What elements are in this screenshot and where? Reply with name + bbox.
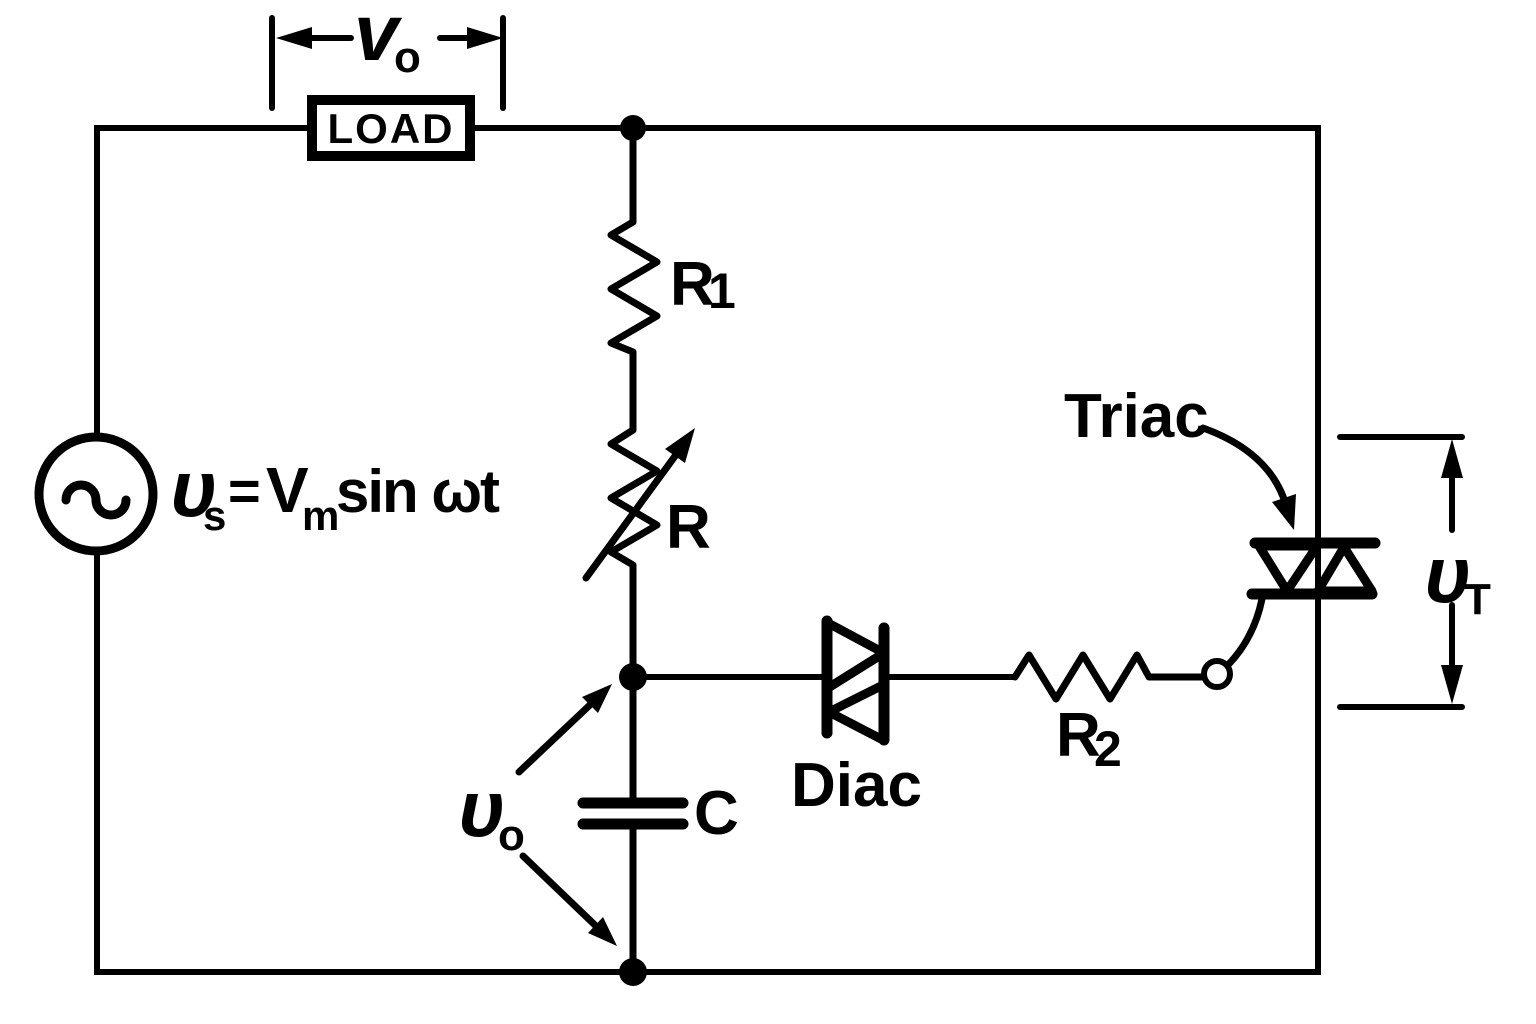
load-label: LOAD — [328, 105, 455, 152]
vo-node-label-sub: o — [498, 811, 525, 860]
diac-label: Diac — [791, 751, 922, 820]
vo-top-label-sub: o — [394, 33, 421, 82]
vo-left-arrow-icon — [276, 27, 312, 49]
vo-top-label: v — [354, 0, 403, 77]
diac-symbol — [821, 615, 890, 746]
source-vm: V — [266, 454, 309, 526]
sine-wave-icon — [61, 480, 131, 520]
vt-up-arrow-icon — [1441, 439, 1463, 478]
triac-pointer-arrow-icon — [1272, 494, 1296, 530]
r-label: R — [666, 493, 711, 562]
gate-wire-curve — [1224, 595, 1266, 669]
c-label: C — [694, 779, 739, 848]
load-box-frame — [307, 95, 475, 161]
triac-pointer — [1199, 424, 1296, 530]
vo-arrow-up-shaft — [515, 699, 596, 776]
capacitor-symbol — [577, 797, 689, 830]
r2-zigzag — [1011, 651, 1208, 703]
source-upsilon: υ — [170, 444, 217, 533]
ac-source-symbol — [34, 432, 158, 556]
vt-dimension: υ T — [1337, 434, 1491, 710]
triac-symbol — [1246, 537, 1381, 600]
variable-resistor-r-symbol — [582, 428, 695, 582]
gate-terminal-circle — [1201, 658, 1233, 690]
triac-pointer-shaft — [1199, 424, 1290, 509]
source-equation: υ s = V m sin ωt — [170, 444, 502, 539]
vt-label-sub: T — [1464, 575, 1491, 624]
triac-label: Triac — [1064, 382, 1209, 451]
vo-arrow-down-shaft — [519, 852, 601, 931]
vo-right-arrow-icon — [467, 27, 503, 49]
source-equals: = — [228, 459, 261, 522]
variable-resistor-arrow-shaft — [582, 448, 682, 582]
r1-label: R — [670, 250, 715, 319]
vo-node-arrow-up-icon — [582, 684, 612, 713]
source-vm-sub: m — [302, 492, 339, 539]
vo-node-arrow-down-icon — [588, 917, 617, 946]
r1-label-sub: 1 — [708, 263, 736, 319]
junction-dot-top — [620, 115, 646, 141]
middle-branch-wire — [607, 124, 661, 976]
r2-label: R — [1056, 701, 1101, 770]
vo-node-annotation: υ o — [458, 684, 617, 946]
source-sin-term: sin ωt — [336, 458, 500, 525]
junction-dot-bottom — [619, 958, 647, 986]
outer-loop-wire — [94, 125, 1321, 975]
source-upsilon-sub: s — [203, 492, 226, 539]
vt-label: υ — [1424, 530, 1471, 619]
load-box: LOAD — [307, 95, 475, 161]
diac-bottom-triangle — [824, 680, 888, 745]
vo-dimension-top: v o — [269, 0, 506, 111]
diac-top-triangle — [823, 618, 889, 693]
junction-dot-mid — [619, 663, 647, 691]
vt-down-arrow-icon — [1441, 665, 1463, 704]
triac-left-triangle — [1254, 541, 1322, 596]
r2-label-sub: 2 — [1094, 721, 1122, 777]
vo-node-label: υ — [458, 764, 505, 853]
triac-right-triangle — [1313, 542, 1377, 596]
r2-resistor-symbol — [1011, 651, 1208, 703]
variable-resistor-arrow-icon — [665, 428, 695, 463]
